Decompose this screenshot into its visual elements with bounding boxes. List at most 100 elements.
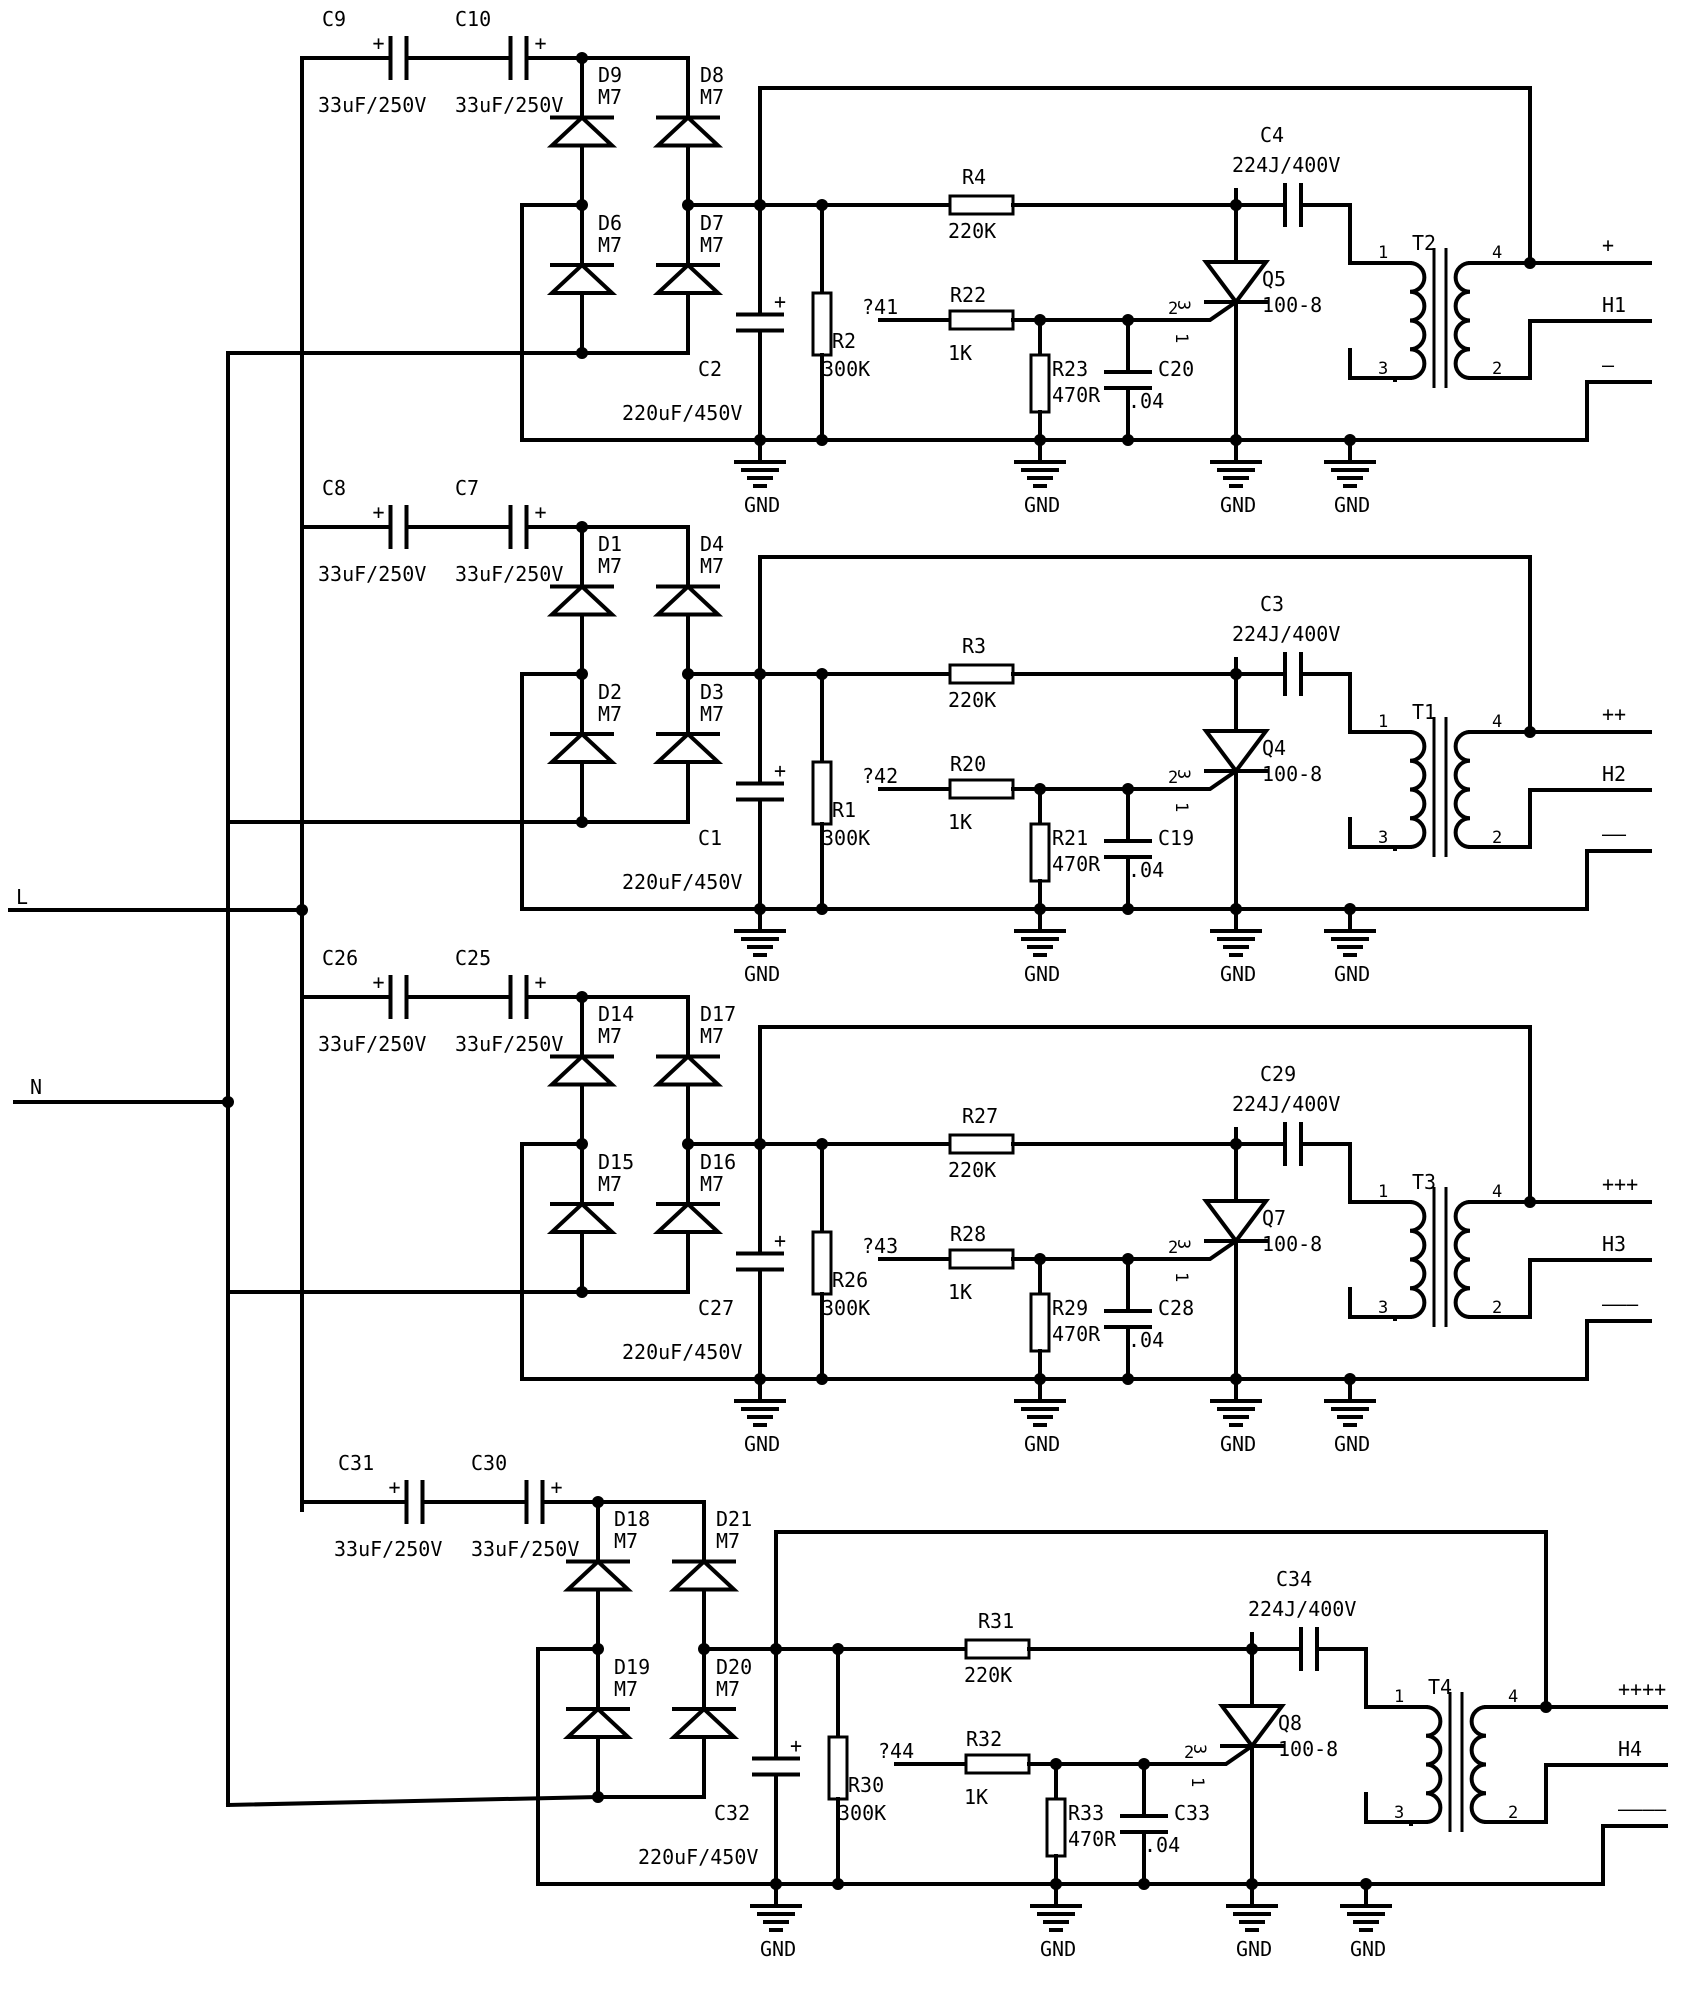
transformer-primary [1423,1704,1443,1825]
pin-number: 1 [1171,802,1191,812]
diode-bl-ref: D19 [614,1655,650,1679]
ground-transformer: GND [1324,1377,1376,1456]
output-positive-label: + [1602,233,1614,257]
input-capacitor-2-value: 33uF/250V [455,1032,563,1056]
input-capacitor-1: + [340,500,457,549]
diode-br-ref: D16 [700,1150,736,1174]
feed-resistor [948,194,1015,216]
input-capacitor-2-value: 33uF/250V [455,93,563,117]
diode-tr-value: M7 [716,1529,740,1553]
bridge-diode-bottom-left [562,1647,634,1799]
gate-resistor-ref: R22 [950,283,986,307]
diode-tr-ref: D4 [700,532,724,556]
pin-number: 2 [1168,299,1178,319]
transformer-ref: T3 [1412,1170,1436,1194]
capacitor-plus-sign: + [774,290,786,314]
gate-cathode-resistor-ref: R33 [1068,1801,1104,1825]
bridge-diode-bottom-right [652,1142,724,1294]
transformer-primary [1407,260,1427,381]
bleeder-resistor-value: 300K [838,1801,886,1825]
feed-resistor [948,1133,1015,1155]
ground-transformer: GND [1324,438,1376,517]
capacitor-plus-sign: + [774,1229,786,1253]
gate-resistor-ref: R20 [950,752,986,776]
diode-tr-value: M7 [700,1024,724,1048]
pin-number: 2 [1492,359,1502,379]
ground-trigger: GND [1030,1882,1082,1961]
pin-number: 3 [1394,1803,1404,1823]
gnd-label: GND [1024,1432,1060,1456]
gate-cathode-capacitor-value: .04 [1128,858,1164,882]
gate-cathode-resistor [1029,822,1051,883]
trigger-net-label: ?43 [862,1234,898,1258]
ground-bulk: GND [734,1377,786,1456]
gnd-label: GND [1334,962,1370,986]
diode-br-value: M7 [700,1172,724,1196]
scr-ref: Q5 [1262,267,1286,291]
gate-cathode-capacitor [1120,1762,1168,1886]
output-h-label: H4 [1618,1737,1642,1761]
capacitor-plus-sign: + [535,500,547,524]
pin-number: 1 [1378,243,1388,263]
ground-trigger: GND [1014,438,1066,517]
diode-tr-value: M7 [700,85,724,109]
bridge-diode-top-right [652,56,724,207]
trigger-net-label: ?42 [862,764,898,788]
input-capacitor-2-value: 33uF/250V [455,562,563,586]
bleeder-resistor-ref: R26 [832,1268,868,1292]
gate-cathode-capacitor-value: .04 [1128,1328,1164,1352]
transformer-secondary [1453,260,1473,381]
output-negative-label: ––– [1602,1292,1639,1316]
bleeder-resistor-ref: R30 [848,1773,884,1797]
input-capacitor-1: + [340,970,457,1019]
ground-scr: GND [1210,1377,1262,1456]
bleeder-resistor-ref: R2 [832,329,856,353]
bridge-diode-top-left [546,56,618,207]
pin-number: 1 [1378,1182,1388,1202]
diode-br-value: M7 [700,702,724,726]
bulk-capacitor: + [736,672,786,911]
scr-value: 100-8 [1262,293,1322,317]
diode-bl-value: M7 [614,1677,638,1701]
feed-resistor-value: 220K [948,219,996,243]
pin-number: 2 [1168,768,1178,788]
output-h-label: H1 [1602,293,1626,317]
transformer-secondary [1469,1704,1489,1825]
ground-bulk: GND [750,1882,802,1961]
gate-resistor [948,309,1015,331]
input-capacitor-1-value: 33uF/250V [318,1032,426,1056]
input-capacitor-1-ref: C26 [322,946,358,970]
gate-cathode-resistor-value: 470R [1068,1827,1117,1851]
bulk-capacitor-value: 220uF/450V [622,1340,742,1364]
bridge-diode-bottom-right [668,1647,740,1799]
scr-value: 100-8 [1262,1232,1322,1256]
feed-resistor-value: 220K [948,1158,996,1182]
gnd-label: GND [744,493,780,517]
pin-number: 3 [1173,769,1193,779]
bleeder-resistor-value: 300K [822,357,870,381]
pin-number: 3 [1378,359,1388,379]
gate-cathode-capacitor [1104,318,1152,442]
diode-br-value: M7 [716,1677,740,1701]
pin-number: 2 [1492,1298,1502,1318]
bridge-diode-top-left [546,995,618,1146]
pin-number: 1 [1378,712,1388,732]
trigger-net-label: ?44 [878,1739,914,1763]
gate-cathode-resistor-value: 470R [1052,852,1101,876]
diode-tl-ref: D1 [598,532,622,556]
pin-number: 3 [1189,1744,1209,1754]
bulk-capacitor: + [736,1142,786,1381]
resonant-capacitor-value: 224J/400V [1232,1092,1340,1116]
capacitor-plus-sign: + [535,970,547,994]
pin-number: 4 [1508,1687,1518,1707]
diode-br-value: M7 [700,233,724,257]
ground-scr: GND [1226,1882,1278,1961]
resonant-capacitor-ref: C3 [1260,592,1284,616]
feed-resistor [948,663,1015,685]
input-capacitor-1: + [356,1475,473,1524]
diode-br-ref: D7 [700,211,724,235]
pin-number: 1 [1171,333,1191,343]
gate-resistor-ref: R32 [966,1727,1002,1751]
pin-number: 2 [1508,1803,1518,1823]
